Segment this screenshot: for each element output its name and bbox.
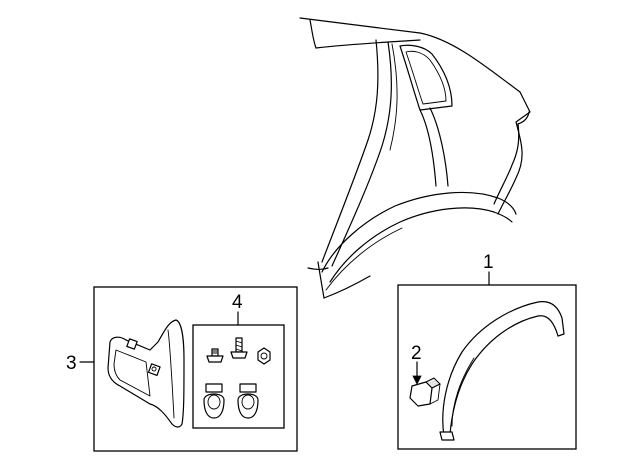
clip-1 <box>203 383 225 419</box>
callout-3: 3 <box>66 353 77 374</box>
callout-1: 1 <box>483 252 494 273</box>
fender-flare-molding-part <box>439 301 565 441</box>
wheel-opening-molding-box <box>397 284 577 450</box>
mudguard-kit-box <box>93 286 298 452</box>
quarter-panel-outline <box>299 17 531 299</box>
callout-2: 2 <box>411 343 422 364</box>
retainer-clip-part <box>409 377 441 407</box>
fastener-nut <box>257 347 271 365</box>
mud-flap-part <box>107 319 185 428</box>
fastener-bolt-2 <box>230 337 248 359</box>
clip-2 <box>237 383 259 419</box>
callout-4: 4 <box>232 292 243 313</box>
fastener-bolt-1 <box>206 348 224 363</box>
leader-2-arrowhead <box>412 375 422 385</box>
